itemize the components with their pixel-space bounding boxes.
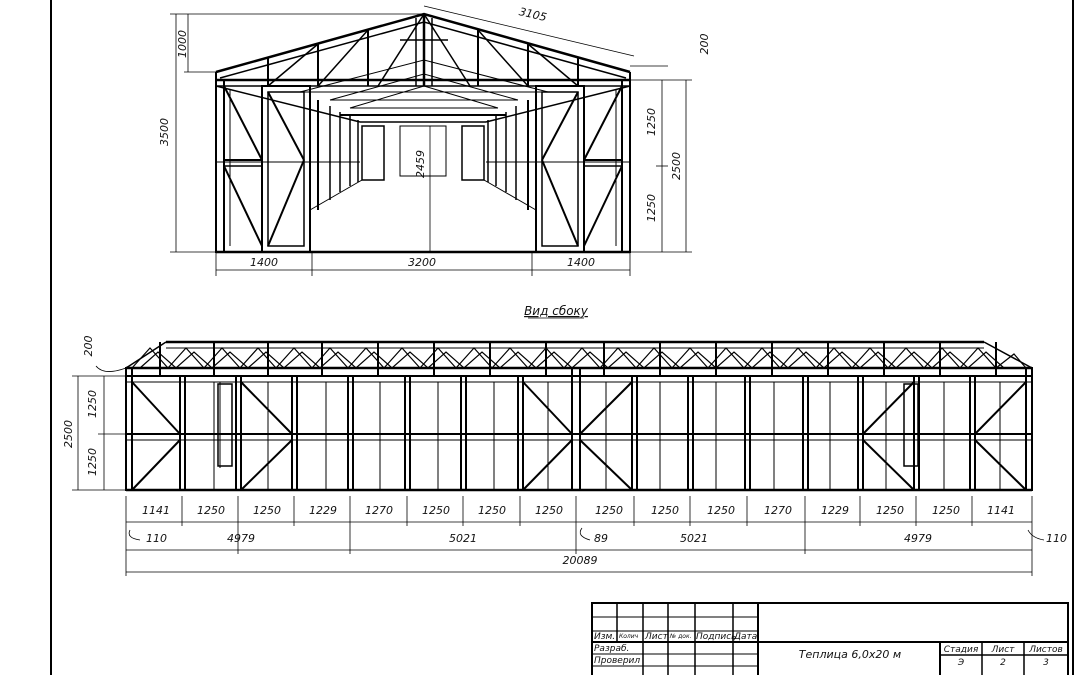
dim-bay: 1250 <box>876 504 904 517</box>
dim-wall-total: 2500 <box>670 152 683 180</box>
tb-col-podp: Подпись <box>696 632 736 642</box>
tb-col-kol: Колич <box>619 633 639 640</box>
dim-bay: 1270 <box>365 504 393 517</box>
tb-col-list: Лист <box>644 632 669 642</box>
dim-bay: 1250 <box>422 504 450 517</box>
dim-group-2: 5021 <box>449 532 477 545</box>
dim-bay: 1250 <box>197 504 225 517</box>
dim-bay: 1250 <box>932 504 960 517</box>
dim-total-height: 3500 <box>158 118 171 146</box>
dim-side-offset-top: 200 <box>82 336 95 357</box>
dim-bay: 1229 <box>821 504 849 517</box>
side-view-caption: Вид сбоку <box>524 304 589 318</box>
tb-v-stadiya: Э <box>957 658 965 668</box>
title-block <box>591 602 1069 675</box>
dim-side-wall-lower: 1250 <box>86 448 99 476</box>
dim-bottom-left: 1400 <box>250 256 278 269</box>
dim-bay: 1229 <box>309 504 337 517</box>
tb-row-proveril: Проверил <box>594 656 640 666</box>
dim-door-height: 2459 <box>414 150 427 178</box>
dim-bay: 1250 <box>595 504 623 517</box>
dim-bay: 1250 <box>253 504 281 517</box>
dim-bay: 1250 <box>707 504 735 517</box>
dim-bottom-mid: 3200 <box>408 256 436 269</box>
dim-bottom-right: 1400 <box>567 256 595 269</box>
dim-left-offset: 110 <box>146 532 167 545</box>
tb-col-izm: Изм. <box>594 632 615 642</box>
dim-bay: 1250 <box>535 504 563 517</box>
dim-side-wall-upper: 1250 <box>86 390 99 418</box>
dim-mid-offset: 89 <box>594 532 608 545</box>
dim-right-offset: 110 <box>1046 532 1067 545</box>
tb-h-listov: Листов <box>1028 645 1063 655</box>
dim-wall-upper: 1250 <box>645 108 658 136</box>
bay-dimensions: 1141 1250 1250 1229 1270 1250 1250 1250 … <box>142 504 1015 517</box>
tb-v-list: 2 <box>1000 658 1006 668</box>
dim-roof-height: 1000 <box>176 30 189 58</box>
dim-side-wall-total: 2500 <box>62 420 75 448</box>
dim-eave-offset: 200 <box>698 34 711 55</box>
dim-bay: 1250 <box>478 504 506 517</box>
dim-group-3: 5021 <box>680 532 708 545</box>
tb-h-stadiya: Стадия <box>944 645 979 655</box>
tb-row-razrab: Разраб. <box>594 644 629 654</box>
dim-group-4: 4979 <box>904 532 932 545</box>
tb-v-listov: 3 <box>1043 658 1049 668</box>
side-view <box>72 340 1045 576</box>
dim-bay: 1141 <box>987 504 1015 517</box>
tb-h-list: Лист <box>991 645 1016 655</box>
tb-title: Теплица 6,0х20 м <box>799 648 901 661</box>
dim-roof-slope: 3105 <box>518 5 548 24</box>
dim-bay: 1270 <box>764 504 792 517</box>
tb-col-ndok: № док. <box>669 633 692 640</box>
dim-group-1: 4979 <box>227 532 255 545</box>
front-view <box>170 5 692 276</box>
dim-overall-length: 20089 <box>563 554 598 567</box>
dim-wall-lower: 1250 <box>645 194 658 222</box>
dim-bay: 1141 <box>142 504 170 517</box>
dim-bay: 1250 <box>651 504 679 517</box>
tb-col-data: Дата <box>733 632 757 642</box>
